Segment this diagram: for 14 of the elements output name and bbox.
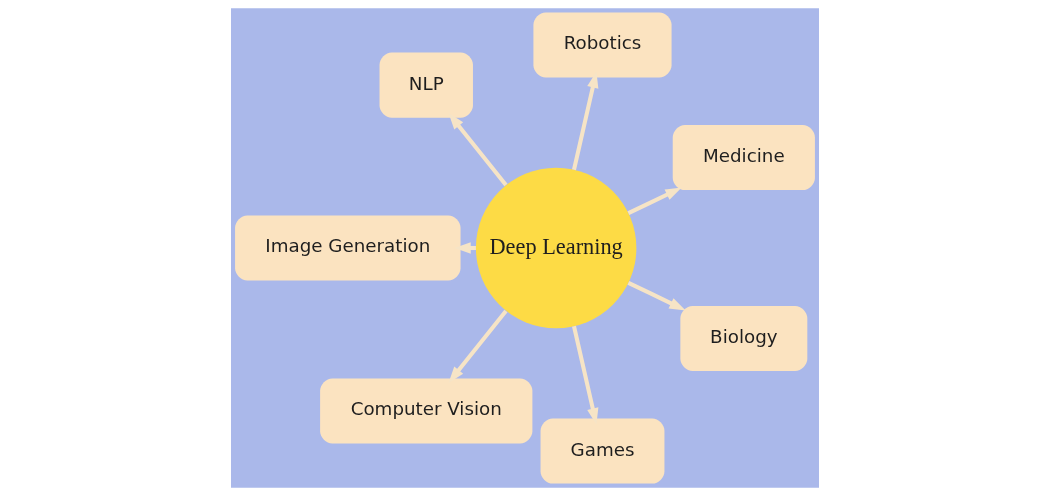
arrow <box>572 325 599 425</box>
arrow <box>627 281 686 311</box>
node-box: Image Generation <box>235 215 461 281</box>
node-box: Games <box>540 418 665 484</box>
arrow <box>572 71 599 171</box>
node-box: Medicine <box>672 125 815 191</box>
node-box: Biology <box>680 305 808 371</box>
arrow <box>627 187 682 215</box>
node-box: NLP <box>379 52 473 118</box>
node-circle: Deep Learning <box>475 167 637 329</box>
node-box: Robotics <box>533 12 672 78</box>
node-box: Computer Vision <box>320 378 533 444</box>
arrow <box>448 309 508 383</box>
arrow <box>448 113 508 187</box>
